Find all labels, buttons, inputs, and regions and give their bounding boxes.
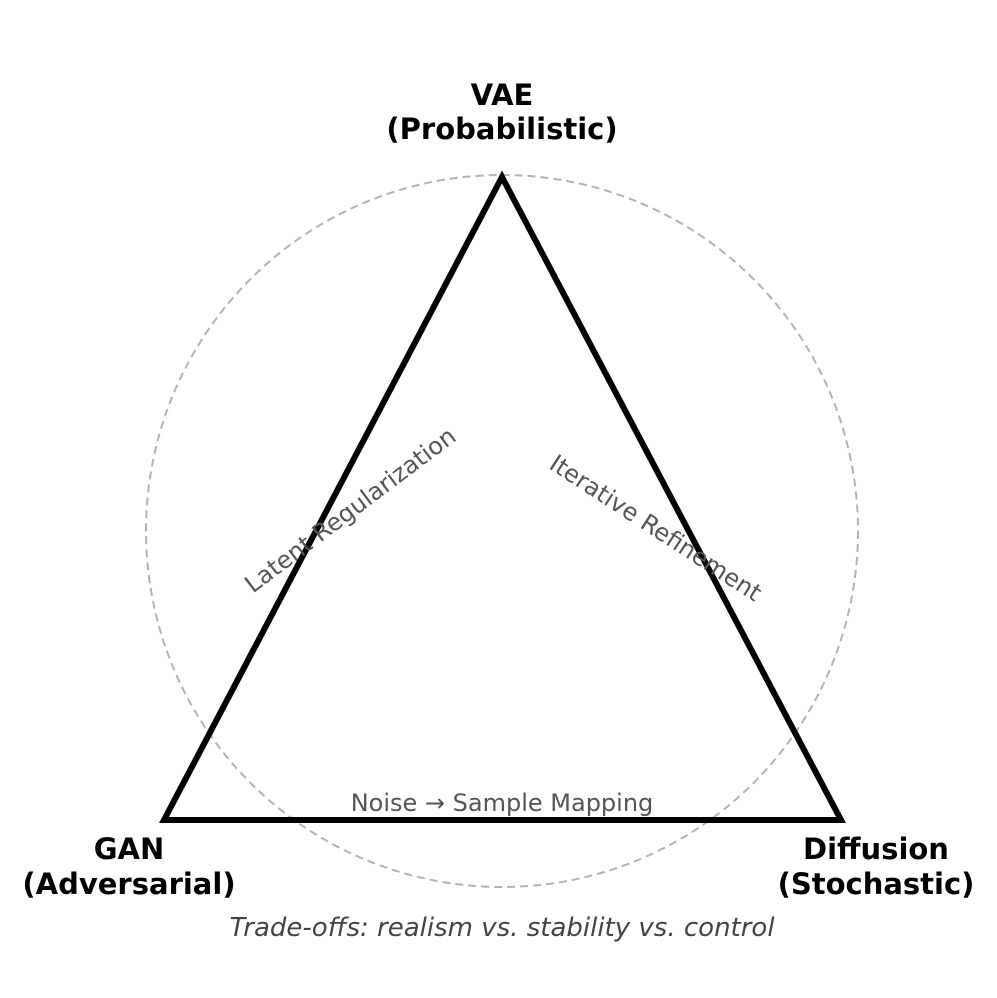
vertex-right-name: Diffusion [803,832,949,866]
dashed-circle [145,174,859,888]
edge-left-label: Latent Regularization [240,422,462,599]
vertex-left-name: GAN [94,832,165,866]
caption: Trade-offs: realism vs. stability vs. co… [229,913,775,943]
vertex-right-subtitle: (Stochastic) [778,867,975,901]
edge-bottom-label: Noise → Sample Mapping [351,789,654,817]
triangle [159,170,846,823]
vertex-top-subtitle: (Probabilistic) [386,112,617,146]
vertex-top-name: VAE [471,78,534,112]
vertex-left-subtitle: (Adversarial) [22,867,235,901]
